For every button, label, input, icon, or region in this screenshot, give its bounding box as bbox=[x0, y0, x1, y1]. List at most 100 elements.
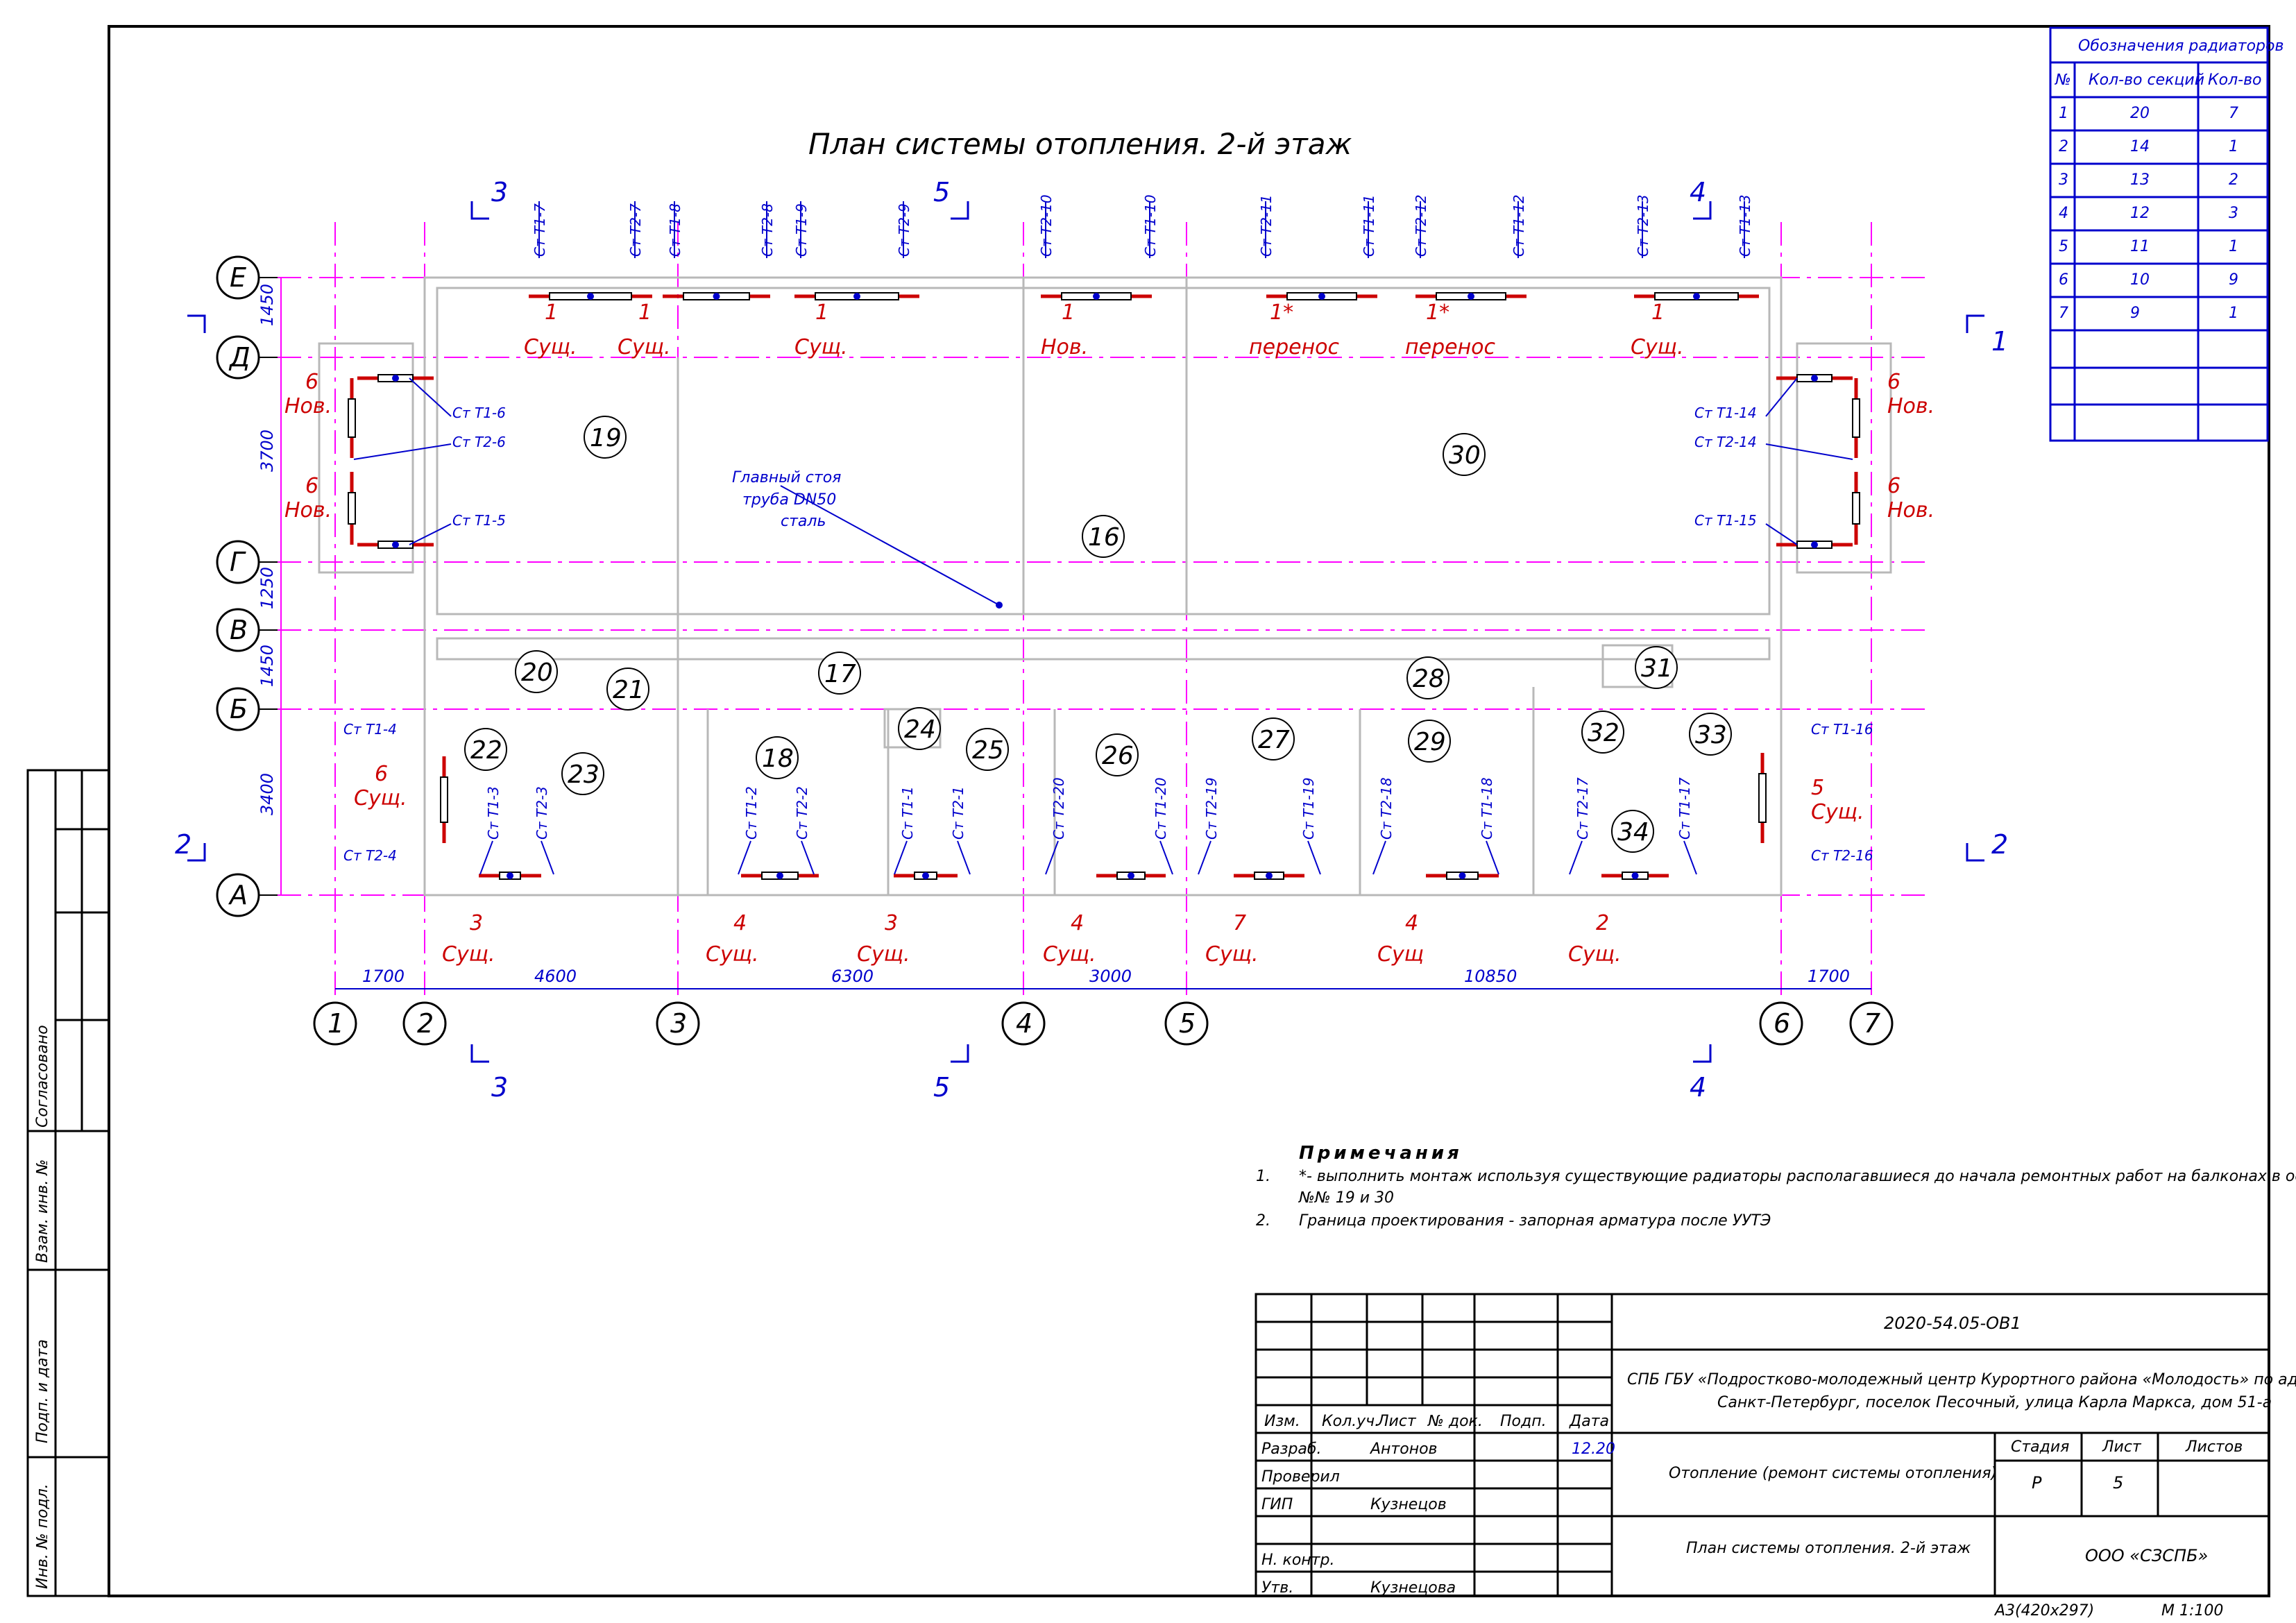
room-circle bbox=[1082, 515, 1125, 558]
tb-column-header: Изм. bbox=[1264, 1413, 1300, 1430]
section-2-right: 2 bbox=[1991, 829, 2008, 860]
building-walls bbox=[318, 276, 1892, 897]
legend-cell-count: 1 bbox=[2229, 305, 2238, 322]
tb-column-header: № док. bbox=[1427, 1413, 1483, 1430]
axis-B: Б bbox=[230, 694, 248, 724]
room-circle bbox=[818, 652, 861, 695]
room-number: 16 bbox=[1088, 523, 1120, 552]
room-number: 33 bbox=[1695, 721, 1727, 749]
riser-label-bottom: Ст Т1-20 bbox=[1153, 777, 1169, 840]
radiator-tag-number: 1 bbox=[1062, 300, 1075, 325]
riser-leader bbox=[1569, 840, 1583, 875]
riser-label-bottom: Ст Т1-1 bbox=[899, 786, 916, 840]
riser-label-bottom: Ст Т2-19 bbox=[1203, 777, 1220, 840]
radiator-tag-number: 1 bbox=[638, 300, 652, 325]
radiator-tag-status: Сущ. bbox=[618, 335, 671, 359]
room-circle bbox=[1635, 646, 1678, 689]
radiator-tag-number: 3 bbox=[470, 911, 483, 935]
section-4-bottom: 4 bbox=[1690, 1072, 1706, 1103]
riser-label-side: Ст Т1-4 bbox=[343, 721, 397, 738]
section-4-top: 4 bbox=[1690, 177, 1706, 207]
riser-point bbox=[1693, 293, 1700, 300]
riser-point bbox=[587, 293, 594, 300]
system-name: Отопление (ремонт системы отопления) bbox=[1669, 1465, 1997, 1482]
riser-point bbox=[1631, 872, 1639, 879]
riser-label-bottom: Ст Т1-3 bbox=[485, 786, 502, 840]
project-line-1: СПБ ГБУ «Подростково-молодежный центр Ку… bbox=[1627, 1371, 2296, 1388]
riser-leader bbox=[479, 840, 493, 875]
riser-label-side: Ст Т1-5 bbox=[452, 512, 506, 529]
tb-role: Разраб. bbox=[1261, 1441, 1321, 1458]
riser-point bbox=[1468, 293, 1474, 300]
riser-label-side: Ст Т2-4 bbox=[343, 847, 397, 864]
section-1-right: 1 bbox=[1991, 326, 2008, 357]
main-riser-note-1: Главный стоя bbox=[732, 469, 841, 486]
riser-leader bbox=[801, 840, 815, 875]
radiator-tag-number: 4 bbox=[1071, 911, 1084, 935]
riser-point bbox=[1811, 541, 1818, 548]
room-number: 23 bbox=[568, 760, 599, 789]
radiator-tag-number: 4 bbox=[1405, 911, 1418, 935]
note-1-line1: *- выполнить монтаж используя существующ… bbox=[1299, 1168, 2296, 1185]
legend-header-num: № bbox=[2055, 71, 2071, 89]
radiator-tag-status: Сущ. bbox=[1043, 942, 1096, 967]
tb-role: ГИП bbox=[1261, 1496, 1293, 1513]
riser-label-side: Ст Т2-14 bbox=[1694, 434, 1757, 450]
radiator-tag-number: 1* bbox=[1426, 300, 1449, 325]
tb-name: Антонов bbox=[1369, 1441, 1438, 1458]
radiator-tag-status: Нов. bbox=[1041, 335, 1088, 359]
radiator-tag-number: 2 bbox=[1596, 911, 1609, 935]
room-number: 28 bbox=[1413, 665, 1445, 693]
main-riser-leader bbox=[780, 485, 1000, 606]
room-number: 31 bbox=[1641, 654, 1673, 683]
riser-label-side: Ст Т1-15 bbox=[1694, 512, 1757, 529]
note-1-line2: №№ 19 и 30 bbox=[1298, 1189, 1394, 1207]
section-3-top: 3 bbox=[491, 177, 508, 207]
radiator-tag-status: Нов. bbox=[284, 498, 332, 522]
room-circle bbox=[756, 736, 799, 779]
tb-column-header: Лист bbox=[1377, 1413, 1417, 1430]
legend-cell-count: 1 bbox=[2229, 238, 2238, 255]
stamp-agreed: Согласовано bbox=[34, 1025, 51, 1128]
riser-leader bbox=[957, 840, 971, 875]
riser-label-bottom: Ст Т2-17 bbox=[1574, 777, 1591, 840]
axis-3: 3 bbox=[670, 1008, 687, 1039]
legend-cell-count: 7 bbox=[2229, 105, 2238, 122]
room-circle bbox=[1096, 733, 1139, 776]
riser-leader bbox=[1372, 840, 1386, 875]
sheet-value: 5 bbox=[2113, 1473, 2123, 1493]
legend-header-count: Кол-во bbox=[2208, 71, 2262, 89]
col-dim-1: 1700 bbox=[362, 967, 405, 986]
radiator-tag-status: Сущ. bbox=[1568, 942, 1622, 967]
main-riser-note-2: труба DN50 bbox=[742, 491, 836, 509]
riser-point bbox=[392, 541, 399, 548]
room-circle bbox=[464, 728, 507, 771]
note-2-num: 2. bbox=[1256, 1212, 1270, 1230]
legend-header-sections: Кол-во секций bbox=[2089, 71, 2204, 89]
tb-name: Кузнецов bbox=[1370, 1496, 1447, 1513]
room-circle bbox=[1611, 810, 1654, 853]
riser-label-side: Ст Т2-6 bbox=[452, 434, 506, 450]
radiator-tag-status: Нов. bbox=[1887, 394, 1934, 418]
radiator-tag-number: 5 bbox=[1811, 776, 1824, 800]
radiator-tag-status: Сущ. bbox=[1205, 942, 1259, 967]
radiator-tag-status: Сущ. bbox=[706, 942, 759, 967]
room-circle bbox=[1406, 656, 1449, 699]
radiator-tag-number: 6 bbox=[375, 762, 388, 786]
riser-point bbox=[1266, 872, 1273, 879]
row-dim-5: 3400 bbox=[257, 773, 277, 815]
legend-cell-sections: 10 bbox=[2130, 271, 2150, 289]
row-dim-1: 1450 bbox=[257, 284, 277, 326]
riser-point bbox=[713, 293, 720, 300]
stamp-inv-orig: Инв. № подл. bbox=[34, 1484, 51, 1589]
riser-label-bottom: Ст Т2-18 bbox=[1378, 777, 1395, 840]
radiator-tag-status: Сущ. bbox=[1631, 335, 1684, 359]
riser-label-bottom: Ст Т2-3 bbox=[534, 786, 550, 840]
axis-E: Е bbox=[230, 262, 246, 293]
axis-bubbles-letters bbox=[216, 255, 260, 917]
riser-leader bbox=[409, 377, 452, 417]
radiator-tag-number: 4 bbox=[733, 911, 747, 935]
room-circle bbox=[606, 668, 649, 711]
